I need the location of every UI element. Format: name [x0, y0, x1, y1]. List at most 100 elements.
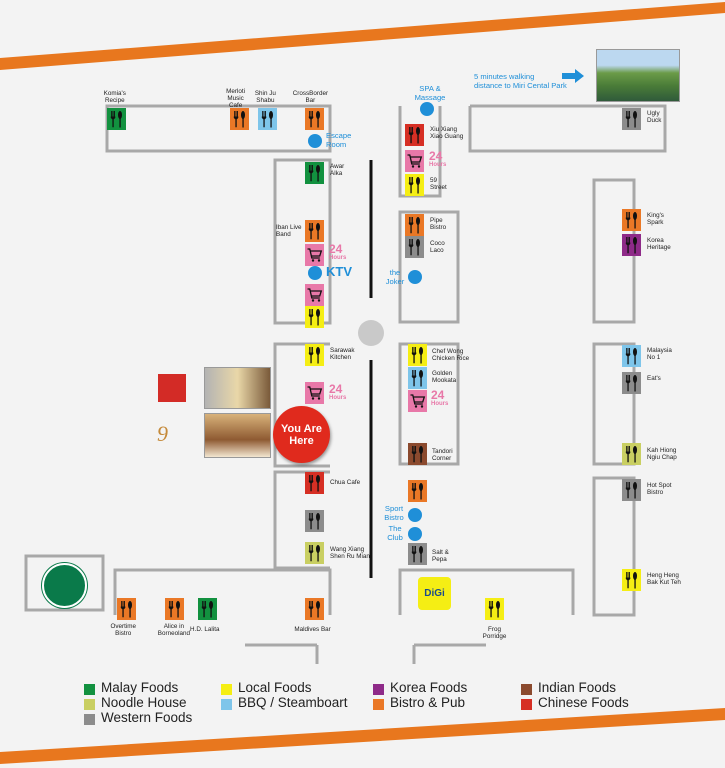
restaurant-icon[interactable] — [405, 214, 424, 236]
the-club-dot[interactable] — [408, 527, 422, 541]
legend-label: Indian Foods — [538, 680, 617, 695]
shop-name-label: Overtime Bistro — [110, 623, 136, 637]
legend-swatch — [373, 699, 384, 710]
bottom-stripe — [0, 708, 725, 764]
legend-label: Bistro & Pub — [390, 695, 466, 710]
shop-name-label: Tandori Corner — [432, 448, 453, 462]
restaurant-icon[interactable] — [258, 108, 277, 130]
shop-name-label: Eat's — [647, 375, 661, 382]
restaurant-icon[interactable] — [198, 598, 217, 620]
restaurant-icon[interactable] — [622, 234, 641, 256]
restaurant-icon[interactable] — [405, 236, 424, 258]
restaurant-icon[interactable] — [622, 479, 641, 501]
shop-name-label: Shin Ju Shabu — [254, 90, 276, 104]
legend-label: Western Foods — [101, 710, 193, 725]
escape-room-dot[interactable] — [308, 134, 322, 148]
joker-dot[interactable] — [408, 270, 422, 284]
restaurant-icon[interactable] — [485, 598, 504, 620]
hotel-b-photo — [204, 367, 271, 409]
restaurant-icon[interactable] — [305, 162, 324, 184]
park-photo — [596, 49, 680, 102]
shop-name-label: 59 Street — [430, 177, 447, 191]
restaurant-icon[interactable] — [165, 598, 184, 620]
block-left-lower — [273, 342, 330, 468]
the-club-label: The Club — [387, 524, 403, 542]
block-starbucks — [24, 554, 105, 612]
spa-dot[interactable] — [420, 102, 434, 116]
grocery-cart-icon[interactable] — [305, 284, 324, 306]
ktv-dot[interactable] — [308, 266, 322, 280]
restaurant-icon[interactable] — [622, 209, 641, 231]
restaurant-icon[interactable] — [305, 220, 324, 242]
joker-label: the Joker — [385, 268, 405, 286]
starbucks-logo[interactable] — [42, 563, 87, 608]
restaurant-icon[interactable] — [408, 543, 427, 565]
block-bottom-left — [113, 568, 332, 615]
legend-swatch — [84, 714, 95, 725]
shop-name-label: Maldives Bar — [294, 626, 331, 633]
restaurant-icon[interactable] — [408, 344, 427, 366]
legend-swatch — [221, 684, 232, 695]
shop-name-label: CrossBorder Bar — [292, 90, 329, 104]
restaurant-icon[interactable] — [405, 124, 424, 146]
restaurant-icon[interactable] — [622, 108, 641, 130]
restaurant-icon[interactable] — [305, 306, 324, 328]
legend-swatch — [84, 684, 95, 695]
shop-name-label: Hot Spot Bistro — [647, 482, 672, 496]
sport-bistro-dot[interactable] — [408, 508, 422, 522]
block-mid-upper — [398, 210, 460, 324]
restaurant-icon[interactable] — [117, 598, 136, 620]
restaurant-icon[interactable] — [408, 367, 427, 389]
shop-name-label: Iban Live Band — [276, 224, 302, 238]
block-top-left — [105, 104, 332, 153]
street-photo — [204, 413, 271, 458]
restaurant-icon[interactable] — [622, 372, 641, 394]
shop-name-label: Frog Porridge — [482, 626, 507, 640]
restaurant-icon[interactable] — [305, 510, 324, 532]
restaurant-icon[interactable] — [305, 472, 324, 494]
restaurant-icon[interactable] — [622, 345, 641, 367]
shop-name-label: Xiu Xiang Xiao Guang — [430, 126, 464, 140]
spa-label: SPA & Massage — [414, 84, 446, 102]
block-mid-lower — [398, 342, 460, 466]
shop-name-label: Ugly Duck — [647, 110, 662, 124]
shop-name-label: Heng Heng Bak Kut Teh — [647, 572, 681, 586]
grocery-cart-icon[interactable] — [405, 150, 424, 172]
restaurant-icon[interactable] — [305, 598, 324, 620]
block-top-right — [468, 104, 667, 153]
shop-name-label: King's Spark — [647, 212, 664, 226]
shop-name-label: Malaysia No 1 — [647, 347, 672, 361]
restaurant-icon[interactable] — [230, 108, 249, 130]
grocery-cart-icon[interactable] — [305, 382, 324, 404]
restaurant-icon[interactable] — [622, 569, 641, 591]
digi-logo[interactable]: DiGi — [418, 577, 451, 610]
legend-swatch — [521, 699, 532, 710]
restaurant-icon[interactable] — [305, 108, 324, 130]
block-mid-top — [398, 106, 442, 198]
grocery-cart-icon[interactable] — [305, 244, 324, 266]
legend-swatch — [221, 699, 232, 710]
legend-swatch — [373, 684, 384, 695]
shop-name-label: Alice in Borneoland — [157, 623, 190, 637]
block-right-mid — [592, 342, 636, 466]
grocery-cart-icon[interactable] — [408, 390, 427, 412]
restaurant-icon[interactable] — [408, 443, 427, 465]
restaurant-icon[interactable] — [305, 542, 324, 564]
legend-label: Local Foods — [238, 680, 312, 695]
restaurant-icon[interactable] — [408, 480, 427, 502]
restaurant-icon[interactable] — [622, 443, 641, 465]
sport-bistro-label: Sport Bistro — [384, 504, 404, 522]
restaurant-icon[interactable] — [405, 174, 424, 196]
shop-name-label: Merloti Music Cafe — [226, 88, 246, 109]
restaurant-icon[interactable] — [107, 108, 126, 130]
ktv-label: KTV — [326, 264, 352, 279]
you-are-here-marker: You Are Here — [273, 406, 330, 463]
restaurant-icon[interactable] — [305, 344, 324, 366]
street-logo: 9 — [157, 421, 168, 446]
